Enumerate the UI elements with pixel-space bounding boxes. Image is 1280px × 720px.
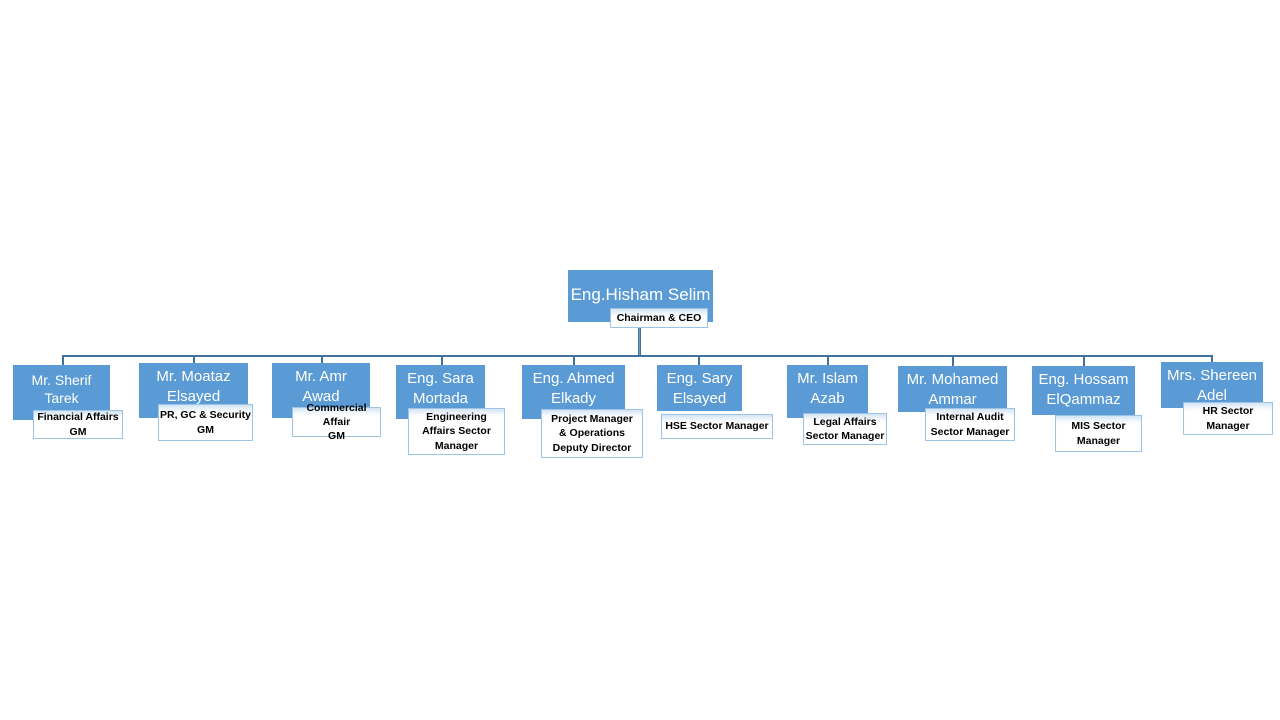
connector-ceo-stem bbox=[638, 326, 641, 356]
manager-title-text: Internal Audit Sector Manager bbox=[930, 411, 1010, 438]
connector-drop bbox=[441, 355, 443, 365]
manager-title-label[interactable]: Engineering Affairs Sector Manager bbox=[408, 408, 505, 455]
connector-trunk bbox=[62, 355, 1213, 357]
manager-name: Mr. Amr Awad bbox=[295, 368, 347, 405]
ceo-title-label[interactable]: Chairman & CEO bbox=[610, 308, 708, 328]
manager-title-label[interactable]: HR Sector Manager bbox=[1183, 402, 1273, 435]
manager-name: Eng. Sara Mortada bbox=[407, 370, 474, 407]
manager-name: Eng. Sary Elsayed bbox=[666, 370, 733, 407]
connector-drop bbox=[62, 355, 64, 365]
manager-node-hossam-elqammaz[interactable]: Eng. Hossam ElQammaz bbox=[1032, 366, 1135, 415]
manager-name: Mr. Islam Azab bbox=[797, 370, 858, 407]
connector-drop bbox=[573, 355, 575, 365]
manager-title-text: Engineering Affairs Sector Manager bbox=[422, 411, 491, 452]
manager-title-text: MIS Sector Manager bbox=[1071, 420, 1126, 447]
manager-node-mohamed-ammar[interactable]: Mr. Mohamed Ammar bbox=[898, 366, 1007, 412]
connector-drop bbox=[1211, 355, 1213, 363]
manager-name: Mr. Sherif Tarek bbox=[31, 372, 92, 407]
connector-drop bbox=[193, 355, 195, 363]
manager-name: Mr. Moataz Elsayed bbox=[156, 368, 231, 405]
ceo-name: Eng.Hisham Selim bbox=[570, 285, 711, 304]
manager-node-sary-elsayed[interactable]: Eng. Sary Elsayed bbox=[657, 365, 742, 411]
manager-title-text: Project Manager & Operations Deputy Dire… bbox=[551, 413, 633, 454]
connector-drop bbox=[321, 355, 323, 363]
manager-title-text: Commercial Affair GM bbox=[306, 401, 367, 443]
manager-name: Eng. Hossam ElQammaz bbox=[1038, 371, 1129, 408]
manager-name: Mrs. Shereen Adel bbox=[1166, 367, 1258, 404]
manager-name: Eng. Ahmed Elkady bbox=[532, 370, 615, 407]
manager-title-text: Financial Affairs GM bbox=[37, 411, 119, 438]
manager-title-label[interactable]: HSE Sector Manager bbox=[661, 414, 773, 439]
manager-node-islam-azab[interactable]: Mr. Islam Azab bbox=[787, 365, 868, 418]
manager-title-text: HR Sector Manager bbox=[1202, 405, 1254, 432]
manager-title-label[interactable]: Project Manager & Operations Deputy Dire… bbox=[541, 409, 643, 458]
manager-title-label[interactable]: Financial Affairs GM bbox=[33, 410, 123, 439]
manager-title-label[interactable]: Internal Audit Sector Manager bbox=[925, 408, 1015, 441]
manager-title-label[interactable]: MIS Sector Manager bbox=[1055, 415, 1142, 452]
manager-name: Mr. Mohamed Ammar bbox=[906, 371, 999, 408]
connector-drop bbox=[952, 355, 954, 366]
connector-drop bbox=[1083, 355, 1085, 367]
manager-title-label[interactable]: Legal Affairs Sector Manager bbox=[803, 413, 887, 445]
manager-node-shereen-adel[interactable]: Mrs. Shereen Adel bbox=[1161, 362, 1263, 408]
manager-title-text: PR, GC & Security GM bbox=[159, 409, 252, 436]
ceo-title-text: Chairman & CEO bbox=[616, 311, 702, 324]
connector-drop bbox=[827, 355, 829, 365]
manager-title-text: HSE Sector Manager bbox=[665, 420, 769, 433]
manager-title-label[interactable]: Commercial Affair GM bbox=[292, 402, 381, 442]
manager-title-text: Legal Affairs Sector Manager bbox=[805, 415, 885, 442]
manager-title-label[interactable]: PR, GC & Security GM bbox=[158, 404, 253, 441]
connector-drop bbox=[698, 355, 700, 365]
